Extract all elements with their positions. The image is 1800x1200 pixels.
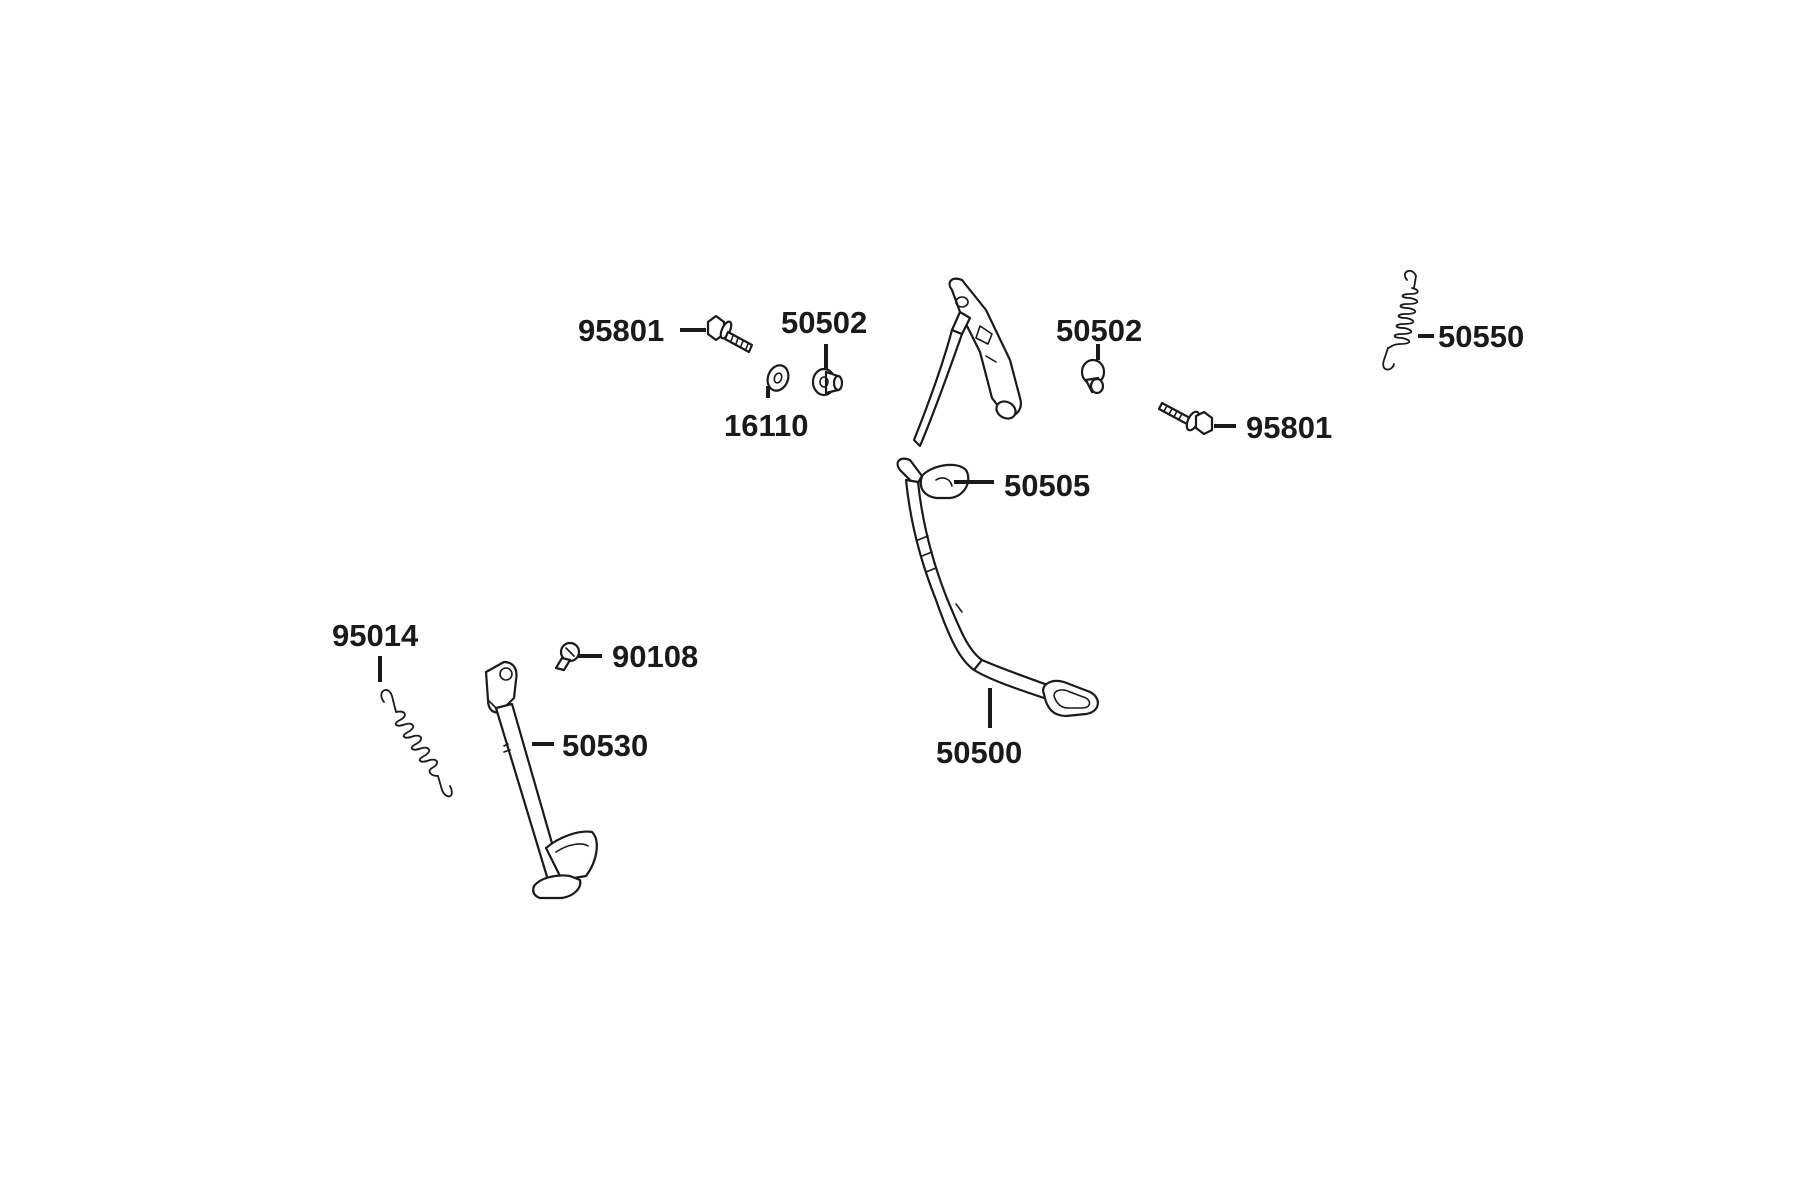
part-label-50550: 50550 (1438, 319, 1524, 354)
part-label-90108: 90108 (612, 639, 698, 674)
side-stand-icon (484, 660, 598, 900)
collar-left-icon (811, 367, 844, 397)
main-stand-icon (896, 277, 1099, 718)
collar-right-icon (1080, 358, 1106, 395)
part-label-50500: 50500 (936, 735, 1022, 770)
side-stand-bolt-icon (554, 641, 581, 672)
part-label-95801-left: 95801 (578, 313, 664, 348)
main-stand-spring-icon (1382, 269, 1419, 371)
part-label-50530: 50530 (562, 728, 648, 763)
flange-bolt-right-icon (1157, 401, 1214, 436)
part-label-50502-right: 50502 (1056, 313, 1142, 348)
flange-bolt-left-icon (706, 314, 754, 354)
part-label-50505: 50505 (1004, 468, 1090, 503)
part-label-50502-left: 50502 (781, 305, 867, 340)
washer-icon (766, 364, 790, 392)
part-label-16110: 16110 (724, 408, 809, 443)
part-label-95801-right: 95801 (1246, 410, 1332, 445)
side-stand-spring-icon (380, 689, 453, 798)
part-label-95014: 95014 (332, 618, 419, 653)
